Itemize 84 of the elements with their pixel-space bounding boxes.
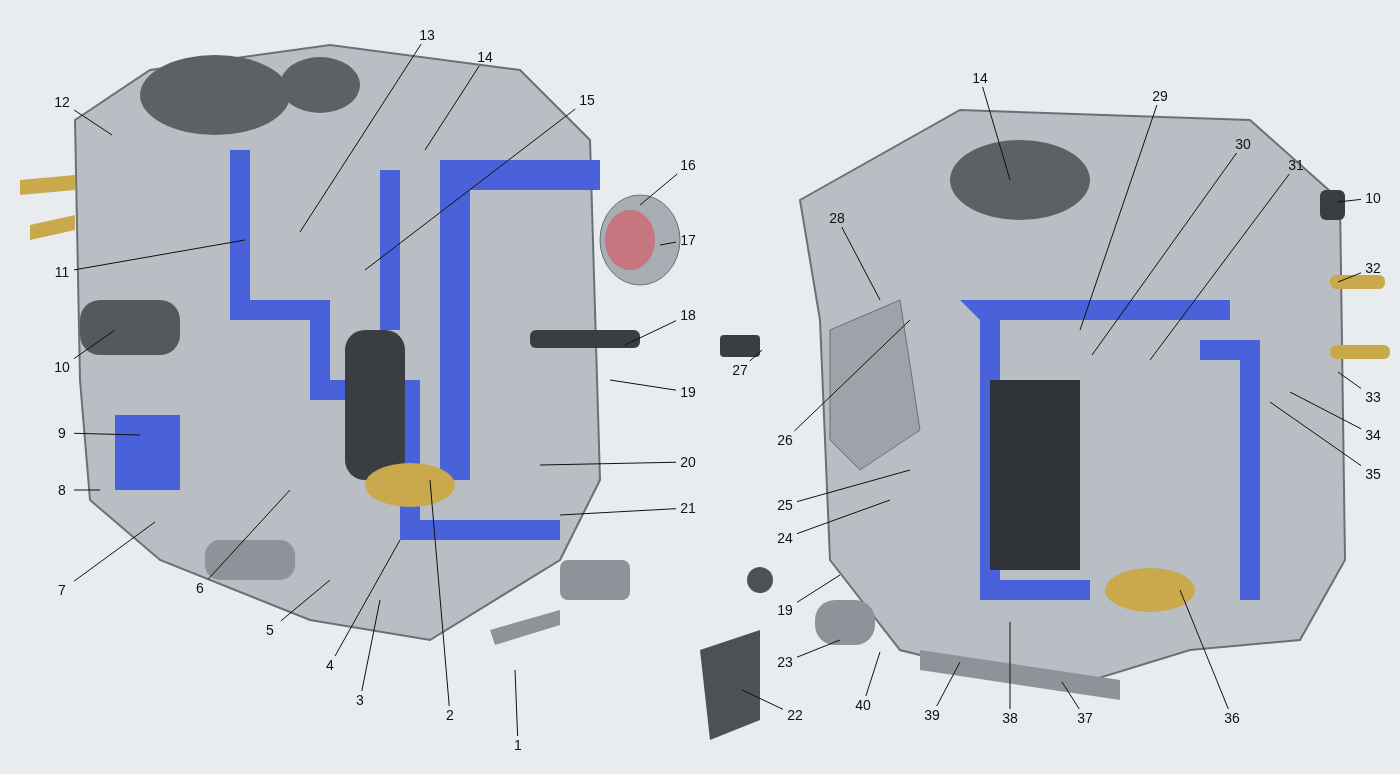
callout-number: 33	[1361, 388, 1385, 406]
callout-number: 9	[50, 424, 74, 442]
leader-line	[1061, 681, 1080, 710]
callout-number: 36	[1220, 709, 1244, 727]
callout-number: 27	[728, 361, 752, 379]
leader-line	[1337, 198, 1362, 203]
leader-line	[1337, 371, 1362, 389]
callout-number: 11	[50, 263, 74, 281]
callout-number: 28	[825, 209, 849, 227]
leader-line	[793, 319, 911, 432]
leader-line	[796, 639, 841, 658]
callout-number: 21	[676, 499, 700, 517]
callout-number: 20	[676, 453, 700, 471]
callout-number: 15	[575, 91, 599, 109]
callout-number: 31	[1284, 156, 1308, 174]
leader-line	[207, 489, 291, 580]
callout-number: 24	[773, 529, 797, 547]
leader-line	[73, 432, 141, 436]
callout-number: 10	[1361, 189, 1385, 207]
leader-line	[1289, 391, 1362, 430]
callout-number: 14	[473, 48, 497, 66]
leader-line	[559, 508, 677, 516]
leader-line	[361, 599, 381, 692]
callout-number: 25	[773, 496, 797, 514]
leader-line	[73, 521, 156, 582]
leader-line	[334, 539, 401, 657]
leader-line	[865, 651, 881, 697]
leader-line	[1009, 621, 1011, 710]
leader-line	[514, 669, 519, 737]
leader-line	[429, 479, 450, 707]
callout-number: 29	[1148, 87, 1172, 105]
callout-number: 13	[415, 26, 439, 44]
leader-line	[841, 226, 881, 301]
callout-number: 2	[438, 706, 462, 724]
leader-line	[73, 489, 101, 491]
leader-line	[424, 65, 480, 151]
callout-number: 23	[773, 653, 797, 671]
leader-line	[1079, 104, 1158, 331]
leader-line	[796, 574, 841, 603]
callout-number: 12	[50, 93, 74, 111]
leader-line	[659, 241, 677, 246]
leader-line	[639, 173, 678, 206]
leader-line	[741, 689, 784, 710]
callout-number: 14	[968, 69, 992, 87]
callout-number: 19	[773, 601, 797, 619]
callout-number: 4	[318, 656, 342, 674]
leader-line	[1269, 401, 1362, 467]
leader-line	[539, 461, 677, 466]
leader-line	[609, 379, 677, 391]
leader-line	[624, 320, 677, 346]
callout-number: 18	[676, 306, 700, 324]
leader-line	[73, 239, 246, 271]
callout-number: 8	[50, 481, 74, 499]
callout-number: 35	[1361, 465, 1385, 483]
callout-number: 34	[1361, 426, 1385, 444]
callout-number: 30	[1231, 135, 1255, 153]
callout-number: 39	[920, 706, 944, 724]
leader-line	[936, 661, 961, 707]
leader-line	[749, 349, 763, 362]
leader-line	[982, 86, 1011, 181]
leader-line	[299, 43, 422, 233]
callout-number: 22	[783, 706, 807, 724]
callout-number: 17	[676, 231, 700, 249]
callout-number: 6	[188, 579, 212, 597]
callout-number: 5	[258, 621, 282, 639]
callout-number: 38	[998, 709, 1022, 727]
callout-number: 37	[1073, 709, 1097, 727]
callout-number: 16	[676, 156, 700, 174]
leader-line	[1091, 152, 1238, 356]
callout-number: 1	[506, 736, 530, 754]
callout-number: 19	[676, 383, 700, 401]
leader-line	[796, 499, 891, 535]
callout-number: 40	[851, 696, 875, 714]
callout-number: 10	[50, 358, 74, 376]
leader-line	[1149, 173, 1290, 361]
leader-line	[1337, 272, 1362, 283]
callout-number: 3	[348, 691, 372, 709]
leader-line	[1179, 589, 1229, 710]
callout-number: 26	[773, 431, 797, 449]
leader-line	[364, 108, 576, 271]
leader-line	[796, 469, 911, 503]
leader-line	[280, 579, 331, 622]
callout-number: 32	[1361, 259, 1385, 277]
callout-number: 7	[50, 581, 74, 599]
